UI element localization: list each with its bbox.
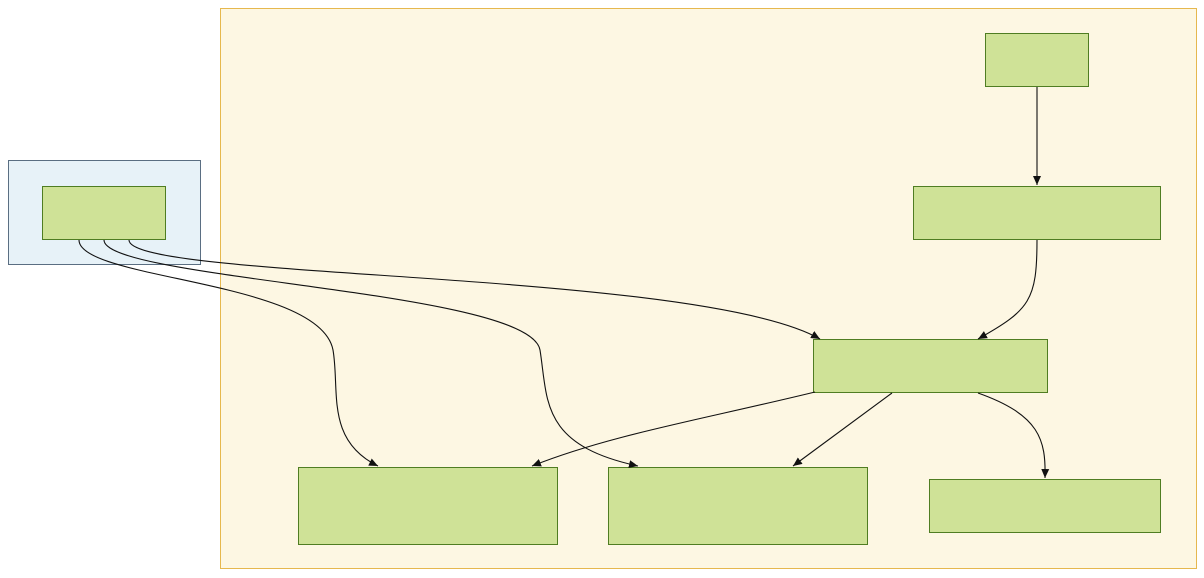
node-hub[interactable] [813,339,1048,393]
edge-external-to-bottom-middle [103,239,639,469]
node-top[interactable] [985,33,1089,87]
node-bottom-left[interactable] [298,467,558,545]
node-bottom-middle[interactable] [608,467,868,545]
edge-second-to-hub [977,239,1038,340]
node-external[interactable] [42,186,166,240]
node-bottom-right[interactable] [929,479,1161,533]
node-second[interactable] [913,186,1161,240]
edge-hub-to-bottom-left [531,391,816,467]
edge-hub-to-bottom-middle [792,392,893,467]
edge-hub-to-bottom-right [977,392,1050,479]
edge-external-to-bottom-left [78,239,379,467]
edge-external-to-hub [128,239,821,340]
